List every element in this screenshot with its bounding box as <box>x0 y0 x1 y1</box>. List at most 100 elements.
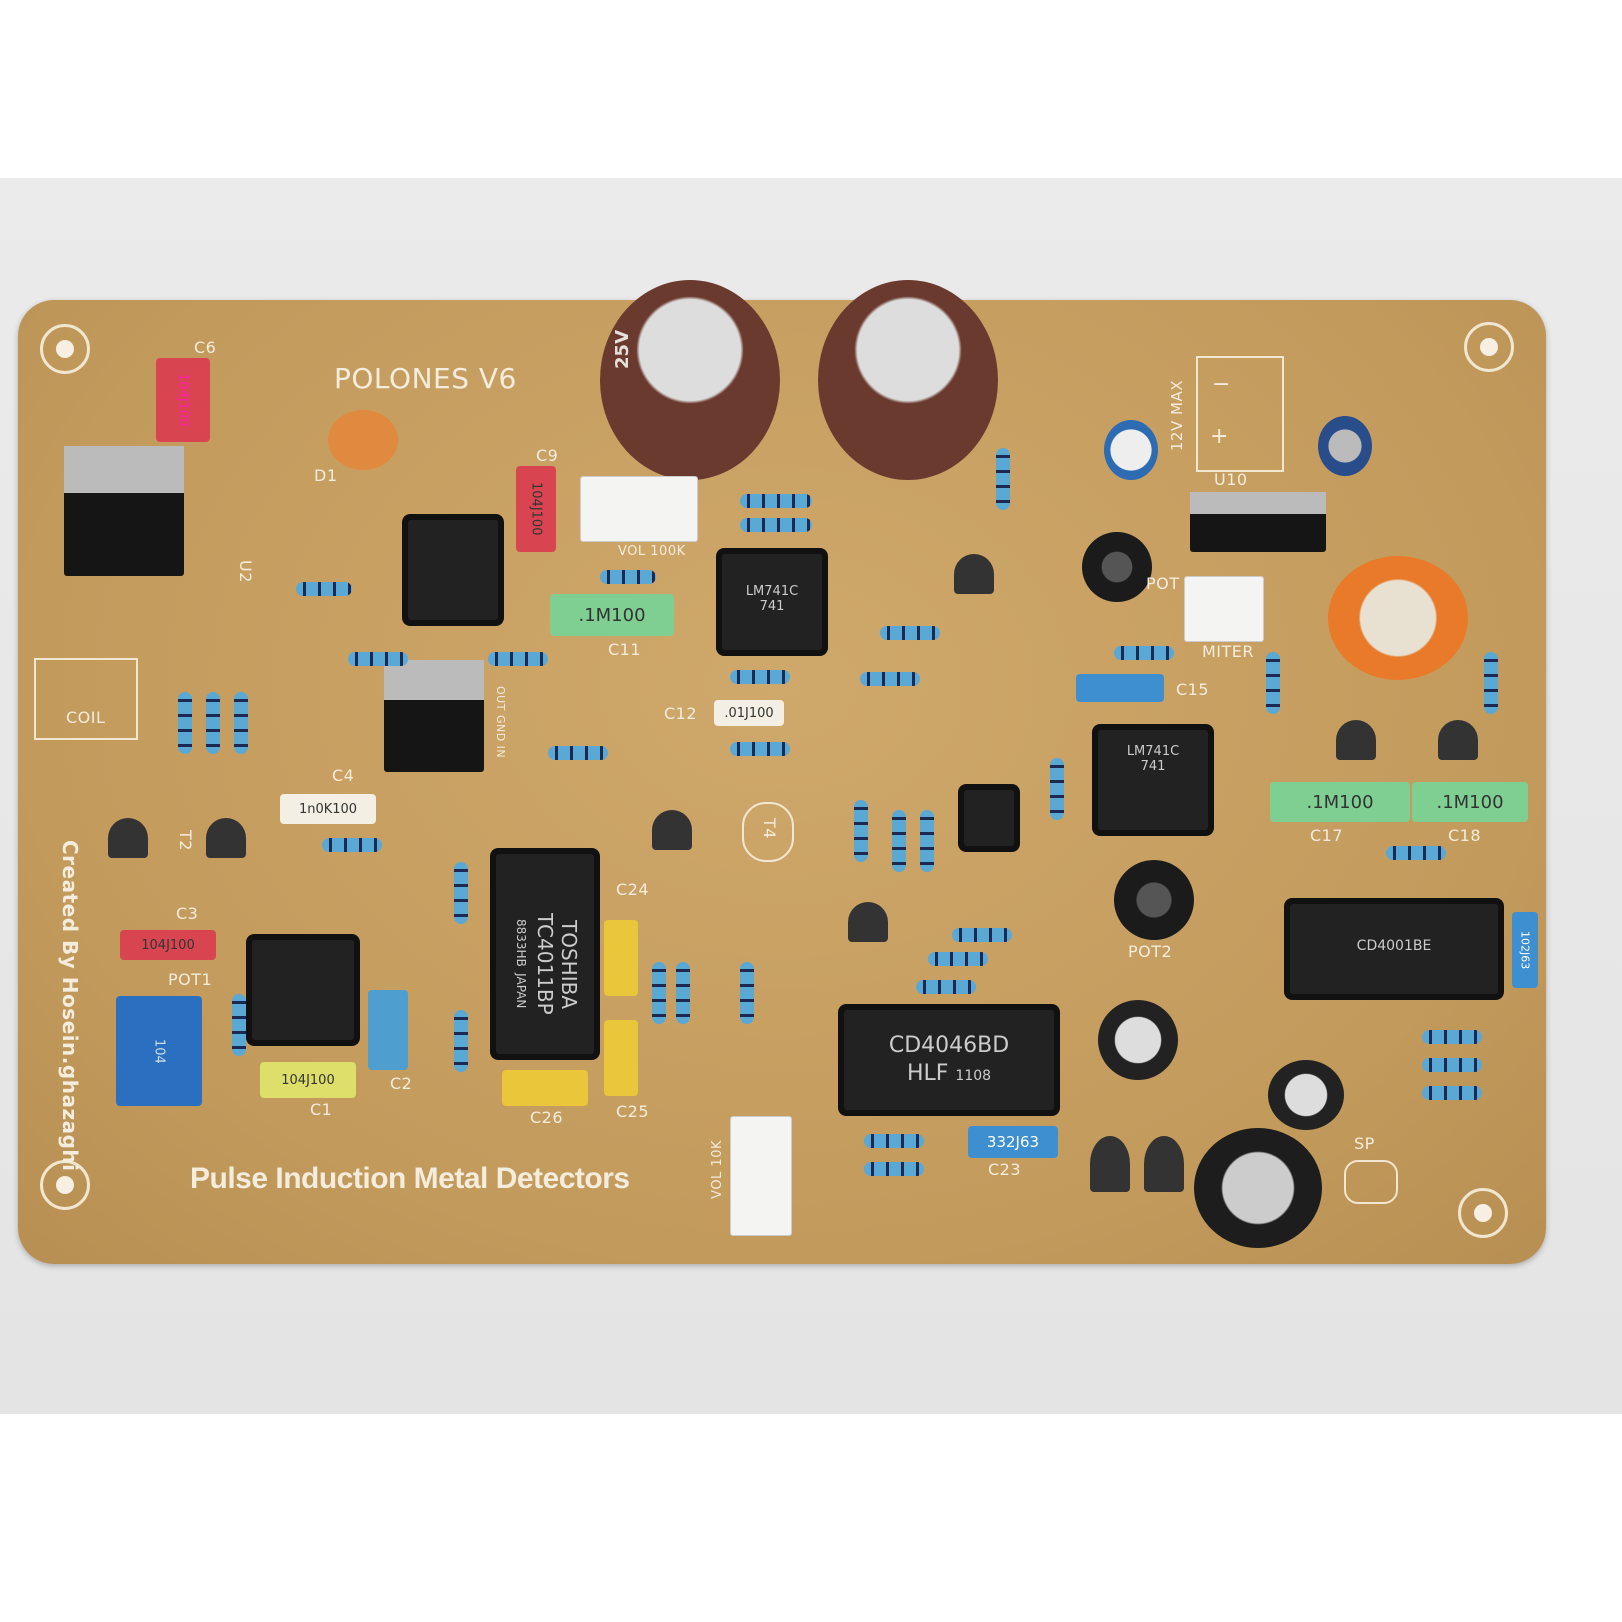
speaker-pads <box>1344 1160 1398 1204</box>
resistor <box>740 518 812 532</box>
pin-labels: OUT GND IN <box>494 686 507 759</box>
resistor <box>348 652 408 666</box>
trimmer-pot1[interactable]: 104 <box>116 996 202 1106</box>
board-title: POLONES V6 <box>334 362 517 395</box>
capacitor-c11: .1M100 <box>550 594 674 636</box>
resistor <box>1114 646 1174 660</box>
electrolytic-cap-large <box>818 280 998 480</box>
label-miter: MITER <box>1202 642 1255 661</box>
capacitor-c1: 104J100 <box>260 1062 356 1098</box>
voltage-regulator <box>384 660 484 772</box>
resistor <box>454 1010 468 1072</box>
resistor <box>296 582 352 596</box>
capacitor-c25 <box>604 1020 638 1096</box>
label-c24: C24 <box>616 880 650 899</box>
transistor <box>1090 1136 1130 1192</box>
resistor <box>1050 758 1064 820</box>
resistor <box>676 962 690 1024</box>
resistor <box>206 692 220 754</box>
transistor <box>1336 720 1376 760</box>
resistor <box>1386 846 1446 860</box>
capacitor-c15 <box>1076 674 1164 702</box>
transistor <box>1144 1136 1184 1192</box>
label-c2: C2 <box>390 1074 413 1093</box>
resistor <box>880 626 940 640</box>
mount-hole <box>1458 1188 1508 1238</box>
capacitor-c3: 104J100 <box>120 930 216 960</box>
label-sp: SP <box>1354 1134 1375 1153</box>
mount-hole <box>40 324 90 374</box>
resistor <box>488 652 548 666</box>
resistor <box>730 670 790 684</box>
label-12v-max: 12V MAX <box>1168 380 1186 452</box>
label-pot1: POT1 <box>168 970 213 989</box>
label-vol10k: VOL 10K <box>710 1140 725 1199</box>
trimmer-pot2[interactable] <box>1114 860 1194 940</box>
label-u10: U10 <box>1214 470 1248 489</box>
electrolytic-cap <box>1098 1000 1178 1080</box>
capacitor-c26 <box>502 1070 588 1106</box>
resistor <box>1484 652 1498 714</box>
capacitor-c24 <box>604 920 638 996</box>
label-c12: C12 <box>664 704 698 723</box>
capacitor-c12: .01J100 <box>714 700 784 726</box>
coil-terminal: COIL <box>34 658 138 740</box>
resistor <box>1422 1058 1482 1072</box>
transistor <box>652 810 692 850</box>
voltage-regulator <box>64 446 184 576</box>
resistor <box>892 810 906 872</box>
resistor <box>178 692 192 754</box>
label-t2: T2 <box>176 830 195 851</box>
resistor <box>952 928 1012 942</box>
resistor <box>864 1134 924 1148</box>
board-subtitle: Pulse Induction Metal Detectors <box>190 1162 630 1195</box>
capacitor-c17: .1M100 <box>1270 782 1410 822</box>
pcb-board: POLONES V6 Pulse Induction Metal Detecto… <box>18 280 1546 1264</box>
resistor <box>928 952 988 966</box>
capacitor-c23: 332J63 <box>968 1126 1058 1158</box>
electrolytic-cap <box>1104 420 1158 480</box>
transistor <box>108 818 148 858</box>
capacitor-102j63: 102J63 <box>1512 912 1538 988</box>
resistor <box>916 980 976 994</box>
label-c18: C18 <box>1448 826 1482 845</box>
resistor <box>860 672 920 686</box>
label-pot2: POT2 <box>1128 942 1173 961</box>
transistor <box>1438 720 1478 760</box>
optocoupler <box>964 790 1014 846</box>
capacitor-c6: 104J100 <box>156 358 210 442</box>
label-c25: C25 <box>616 1102 650 1121</box>
connector-vol10k[interactable] <box>730 1116 792 1236</box>
mount-hole <box>40 1160 90 1210</box>
label-c15: C15 <box>1176 680 1210 699</box>
capacitor-c2 <box>368 990 408 1070</box>
label-c23: C23 <box>988 1160 1022 1179</box>
credit-text: Created By Hosein.ghazaghi <box>58 840 82 1172</box>
mount-hole <box>1464 322 1514 372</box>
ic-cd4001be: CD4001BE <box>1290 904 1498 994</box>
label-c6: C6 <box>194 338 217 357</box>
resistor <box>740 494 812 508</box>
resistor <box>548 746 608 760</box>
trimmer-pot[interactable] <box>1082 532 1152 602</box>
resistor <box>1266 652 1280 714</box>
capacitor-c9: 104J100 <box>516 466 556 552</box>
label-d1: D1 <box>314 466 338 485</box>
label-c17: C17 <box>1310 826 1344 845</box>
label-vol100k: VOL 100K <box>618 544 686 559</box>
label-c26: C26 <box>530 1108 564 1127</box>
connector-miter[interactable] <box>1184 576 1264 642</box>
resistor <box>1422 1086 1482 1100</box>
resistor <box>600 570 656 584</box>
electrolytic-cap <box>328 410 398 470</box>
electrolytic-cap <box>1318 416 1372 476</box>
power-terminal: −+ <box>1196 356 1284 472</box>
resistor <box>854 800 868 862</box>
capacitor-voltage-marking: 25V <box>612 330 633 369</box>
resistor <box>740 962 754 1024</box>
connector-vol100k[interactable] <box>580 476 698 542</box>
capacitor-c18: .1M100 <box>1412 782 1528 822</box>
